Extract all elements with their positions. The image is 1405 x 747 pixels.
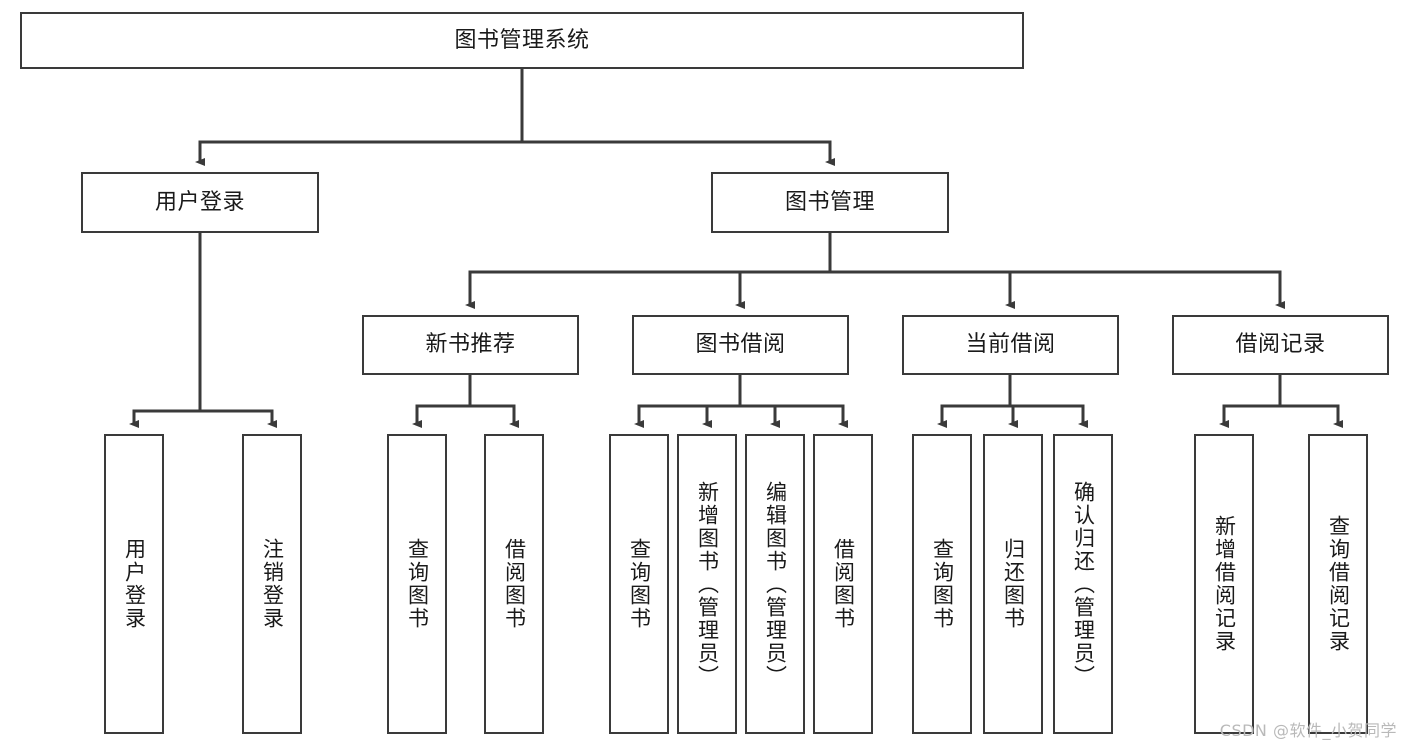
leaf-add-borrow-record-label: 新增借阅记录 bbox=[1212, 515, 1237, 653]
node-current-borrow-label: 当前借阅 bbox=[965, 332, 1056, 358]
leaf-edit-book-label: 编辑图书（管理员） bbox=[763, 480, 788, 688]
node-new-book-recommend-label: 新书推荐 bbox=[425, 332, 516, 358]
leaf-user-login[interactable]: 用户登录 bbox=[104, 434, 164, 734]
node-book-borrow-label: 图书借阅 bbox=[695, 332, 786, 358]
leaf-query-book-borrow-label: 查询图书 bbox=[627, 538, 652, 630]
leaf-add-borrow-record[interactable]: 新增借阅记录 bbox=[1194, 434, 1254, 734]
leaf-confirm-return-label: 确认归还（管理员） bbox=[1071, 480, 1096, 688]
leaf-query-book-rec[interactable]: 查询图书 bbox=[387, 434, 447, 734]
leaf-user-login-label: 用户登录 bbox=[122, 538, 147, 630]
leaf-query-book-rec-label: 查询图书 bbox=[405, 538, 430, 630]
node-book-manage[interactable]: 图书管理 bbox=[711, 172, 949, 233]
node-user-login[interactable]: 用户登录 bbox=[81, 172, 319, 233]
leaf-add-book[interactable]: 新增图书（管理员） bbox=[677, 434, 737, 734]
node-borrow-record-label: 借阅记录 bbox=[1235, 332, 1326, 358]
node-new-book-recommend[interactable]: 新书推荐 bbox=[362, 315, 579, 375]
leaf-return-book[interactable]: 归还图书 bbox=[983, 434, 1043, 734]
leaf-query-book-borrow[interactable]: 查询图书 bbox=[609, 434, 669, 734]
leaf-query-borrow-record[interactable]: 查询借阅记录 bbox=[1308, 434, 1368, 734]
leaf-borrow-book-rec-label: 借阅图书 bbox=[502, 538, 527, 630]
leaf-borrow-book-label: 借阅图书 bbox=[831, 538, 856, 630]
node-root[interactable]: 图书管理系统 bbox=[20, 12, 1024, 69]
leaf-logout-label: 注销登录 bbox=[260, 538, 285, 630]
node-book-manage-label: 图书管理 bbox=[784, 189, 875, 215]
leaf-query-borrow-record-label: 查询借阅记录 bbox=[1326, 515, 1351, 653]
leaf-edit-book[interactable]: 编辑图书（管理员） bbox=[745, 434, 805, 734]
csdn-watermark: CSDN @软件_小贺同学 bbox=[1219, 721, 1397, 740]
leaf-borrow-book-rec[interactable]: 借阅图书 bbox=[484, 434, 544, 734]
node-root-label: 图书管理系统 bbox=[454, 27, 590, 53]
node-user-login-label: 用户登录 bbox=[154, 189, 245, 215]
node-book-borrow[interactable]: 图书借阅 bbox=[632, 315, 849, 375]
leaf-return-book-label: 归还图书 bbox=[1001, 538, 1026, 630]
leaf-query-book-cur[interactable]: 查询图书 bbox=[912, 434, 972, 734]
leaf-add-book-label: 新增图书（管理员） bbox=[695, 480, 720, 688]
leaf-confirm-return[interactable]: 确认归还（管理员） bbox=[1053, 434, 1113, 734]
node-current-borrow[interactable]: 当前借阅 bbox=[902, 315, 1119, 375]
node-borrow-record[interactable]: 借阅记录 bbox=[1172, 315, 1389, 375]
leaf-query-book-cur-label: 查询图书 bbox=[930, 538, 955, 630]
leaf-borrow-book[interactable]: 借阅图书 bbox=[813, 434, 873, 734]
leaf-logout[interactable]: 注销登录 bbox=[242, 434, 302, 734]
